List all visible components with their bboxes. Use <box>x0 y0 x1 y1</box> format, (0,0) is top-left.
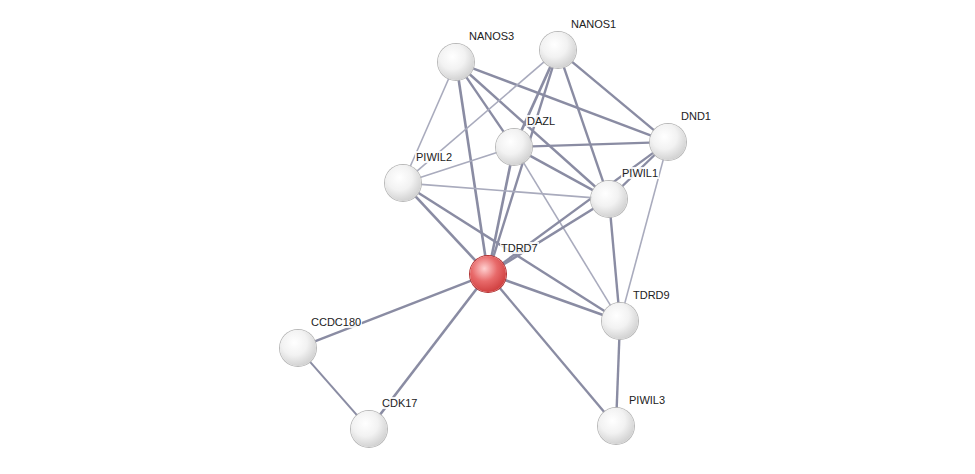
interaction-edge <box>315 281 471 342</box>
node-label: NANOS3 <box>468 30 515 42</box>
interaction-edge <box>418 193 605 312</box>
interaction-edge <box>473 68 651 135</box>
interaction-edge <box>421 184 591 197</box>
protein-node: CCDC180 <box>280 330 316 366</box>
protein-node: PIWIL2 <box>385 165 421 201</box>
protein-node: NANOS1 <box>540 32 576 68</box>
interaction-edge <box>611 217 619 303</box>
protein-node: NANOS3 <box>438 44 474 80</box>
node-label: DAZL <box>526 115 556 127</box>
interaction-edge <box>530 156 593 191</box>
protein-node: DND1 <box>650 124 686 160</box>
node-label: PIWIL3 <box>628 394 666 406</box>
interaction-edge <box>625 159 664 303</box>
protein-node: PIWIL3 <box>598 408 634 444</box>
node-label: CDK17 <box>381 397 418 409</box>
interaction-edge <box>459 80 486 256</box>
node-label: PIWIL2 <box>415 151 453 163</box>
node-label: TDRD7 <box>500 242 539 254</box>
node-label: DND1 <box>680 110 712 122</box>
interaction-edge <box>310 362 357 416</box>
interaction-edge <box>503 208 593 264</box>
interaction-edge <box>505 280 603 315</box>
interaction-edge <box>617 339 620 408</box>
node-label: TDRD9 <box>632 289 671 301</box>
node-label: NANOS1 <box>570 18 617 30</box>
interaction-edge <box>572 62 654 131</box>
interaction-edge <box>500 288 605 412</box>
interaction-edge <box>380 288 477 414</box>
protein-node: TDRD7 <box>470 256 506 292</box>
interaction-edge <box>532 143 650 147</box>
protein-node: TDRD9 <box>602 303 638 339</box>
protein-node: DAZL <box>496 129 532 165</box>
interaction-edge <box>415 196 475 261</box>
protein-node: CDK17 <box>351 411 387 447</box>
protein-node: PIWIL1 <box>591 181 627 217</box>
node-label: CCDC180 <box>310 316 362 328</box>
node-label: PIWIL1 <box>621 167 659 179</box>
